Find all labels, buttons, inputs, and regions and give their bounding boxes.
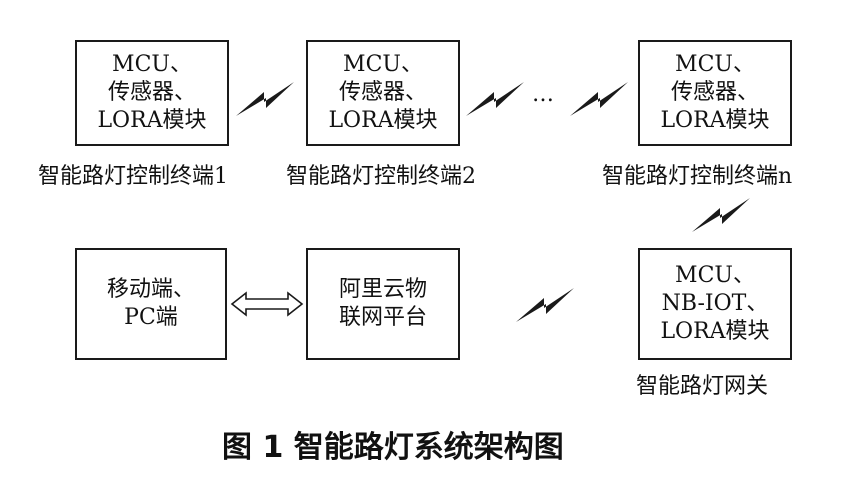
wireless-link-2-icon — [466, 82, 524, 116]
gateway-line-1: MCU、 — [675, 263, 755, 288]
gateway-caption: 智能路灯网关 — [636, 374, 769, 399]
terminal-2-line-2: 传感器、 — [338, 80, 427, 105]
terminal-1-line-1: MCU、 — [112, 52, 192, 77]
ellipsis: … — [532, 82, 556, 107]
gateway-box: MCU、 NB-IOT、 LORA模块 — [638, 248, 792, 360]
terminal-2-box: MCU、 传感器、 LORA模块 — [306, 40, 460, 146]
wireless-link-gateway-icon — [692, 198, 750, 232]
figure-title: 图 1 智能路灯系统架构图 — [222, 430, 564, 465]
wireless-link-1-icon — [236, 82, 294, 116]
terminal-n-line-3: LORA模块 — [660, 108, 770, 133]
cloud-platform-line-2: 联网平台 — [338, 305, 427, 330]
gateway-line-2: NB-IOT、 — [661, 291, 769, 316]
terminal-1-caption: 智能路灯控制终端1 — [38, 164, 228, 189]
mobile-pc-line-2: PC端 — [124, 305, 178, 330]
bidirectional-arrow-icon — [230, 291, 304, 317]
terminal-2-line-3: LORA模块 — [328, 108, 438, 133]
terminal-n-line-2: 传感器、 — [670, 80, 759, 105]
wireless-link-cloud-icon — [516, 288, 574, 322]
mobile-pc-line-1: 移动端、 — [106, 277, 195, 302]
terminal-1-line-3: LORA模块 — [97, 108, 207, 133]
terminal-2-line-1: MCU、 — [343, 52, 423, 77]
cloud-platform-box: 阿里云物 联网平台 — [306, 248, 460, 360]
terminal-n-caption: 智能路灯控制终端n — [602, 164, 793, 189]
terminal-1-box: MCU、 传感器、 LORA模块 — [75, 40, 229, 146]
terminal-1-line-2: 传感器、 — [107, 80, 196, 105]
terminal-n-box: MCU、 传感器、 LORA模块 — [638, 40, 792, 146]
cloud-platform-line-1: 阿里云物 — [338, 277, 427, 302]
gateway-line-3: LORA模块 — [660, 319, 770, 344]
wireless-link-3-icon — [570, 82, 628, 116]
terminal-2-caption: 智能路灯控制终端2 — [286, 164, 476, 189]
terminal-n-line-1: MCU、 — [675, 52, 755, 77]
mobile-pc-box: 移动端、 PC端 — [75, 248, 227, 360]
